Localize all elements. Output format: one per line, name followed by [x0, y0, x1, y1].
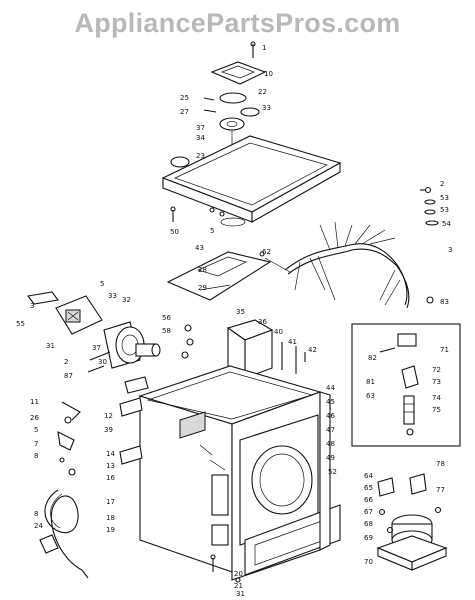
- top-small-parts: [170, 41, 267, 168]
- callout-29: 29: [198, 284, 207, 292]
- callout-40: 40: [274, 328, 283, 336]
- callout-5-left: 5: [34, 426, 38, 434]
- callout-71: 71: [440, 346, 449, 354]
- callout-69: 69: [364, 534, 373, 542]
- callout-39: 39: [104, 426, 113, 434]
- callout-62: 62: [262, 248, 271, 256]
- blower-motor: [27, 291, 161, 394]
- cabinet: [138, 365, 341, 583]
- callout-20: 20: [234, 570, 243, 578]
- switch-assembly: [181, 319, 306, 380]
- callout-45: 45: [326, 398, 335, 406]
- callout-36: 36: [258, 318, 267, 326]
- callout-65: 65: [364, 484, 373, 492]
- callout-8-cord: 8: [34, 510, 38, 518]
- callout-50: 50: [170, 228, 179, 236]
- callout-10: 10: [264, 70, 273, 78]
- callout-7: 7: [34, 440, 38, 448]
- watermark: AppliancePartsPros.com: [74, 8, 401, 38]
- callout-72: 72: [432, 366, 441, 374]
- callout-31: 31: [46, 342, 55, 350]
- callout-16: 16: [106, 474, 115, 482]
- callout-73: 73: [432, 378, 441, 386]
- callout-23: 23: [196, 152, 205, 160]
- callout-68: 68: [364, 520, 373, 528]
- callout-3-motor: 3: [30, 302, 34, 310]
- callout-47: 47: [326, 426, 335, 434]
- callout-31-bottom: 31: [236, 590, 245, 598]
- callout-70: 70: [364, 558, 373, 566]
- callout-87: 87: [64, 372, 73, 380]
- callout-66: 66: [364, 496, 373, 504]
- callout-13: 13: [106, 462, 115, 470]
- callout-77: 77: [436, 486, 445, 494]
- callout-75: 75: [432, 406, 441, 414]
- callout-12: 12: [104, 412, 113, 420]
- callout-42: 42: [308, 346, 317, 354]
- callout-2-motor: 2: [64, 358, 68, 366]
- callout-30: 30: [98, 358, 107, 366]
- callout-21: 21: [234, 582, 243, 590]
- callout-25: 25: [180, 94, 189, 102]
- callout-28: 28: [198, 266, 207, 274]
- callout-41: 41: [288, 338, 297, 346]
- callout-48: 48: [326, 440, 335, 448]
- callout-53a: 53: [440, 194, 449, 202]
- callout-33-motor: 33: [108, 292, 117, 300]
- callout-22: 22: [258, 88, 267, 96]
- inset-detail: [351, 323, 461, 447]
- wiring-harness: [264, 186, 439, 309]
- callout-53b: 53: [440, 206, 449, 214]
- callout-1: 1: [262, 44, 266, 52]
- callout-54: 54: [442, 220, 451, 228]
- callout-49: 49: [326, 454, 335, 462]
- callout-64: 64: [364, 472, 373, 480]
- left-small-parts: [57, 397, 143, 476]
- callout-18: 18: [106, 514, 115, 522]
- callout-67: 67: [364, 508, 373, 516]
- callout-14: 14: [106, 450, 115, 458]
- callout-55: 55: [16, 320, 25, 328]
- top-cover: [161, 135, 342, 227]
- callout-35: 35: [236, 308, 245, 316]
- callout-81: 81: [366, 378, 375, 386]
- callout-33: 33: [262, 104, 271, 112]
- callout-56: 56: [162, 314, 171, 322]
- callout-82: 82: [368, 354, 377, 362]
- callout-74: 74: [432, 394, 441, 402]
- callout-32: 32: [122, 296, 131, 304]
- callout-2: 2: [440, 180, 444, 188]
- callout-26: 26: [30, 414, 39, 422]
- callout-24: 24: [34, 522, 43, 530]
- callout-8: 8: [34, 452, 38, 460]
- callout-37-motor: 37: [92, 344, 101, 352]
- callout-52: 52: [328, 468, 337, 476]
- callout-43: 43: [195, 244, 204, 252]
- callout-63: 63: [366, 392, 375, 400]
- callout-19: 19: [106, 526, 115, 534]
- callout-78: 78: [436, 460, 445, 468]
- callout-58: 58: [162, 327, 171, 335]
- callout-11: 11: [30, 398, 39, 406]
- callout-44: 44: [326, 384, 335, 392]
- lower-right-parts: [376, 473, 448, 571]
- callout-46: 46: [326, 412, 335, 420]
- callout-5: 5: [210, 227, 214, 235]
- callout-17: 17: [106, 498, 115, 506]
- callout-34: 34: [196, 134, 205, 142]
- power-cord: [39, 489, 89, 579]
- callout-83: 83: [440, 298, 449, 306]
- callout-37: 37: [196, 124, 205, 132]
- control-bracket: [166, 251, 272, 301]
- callout-3: 3: [448, 246, 452, 254]
- callout-labels: 1 10 22 33 25 27 37 23 34 2 53 53 54 5 5…: [16, 44, 452, 598]
- callout-5-motor: 5: [100, 280, 104, 288]
- callout-27: 27: [180, 108, 189, 116]
